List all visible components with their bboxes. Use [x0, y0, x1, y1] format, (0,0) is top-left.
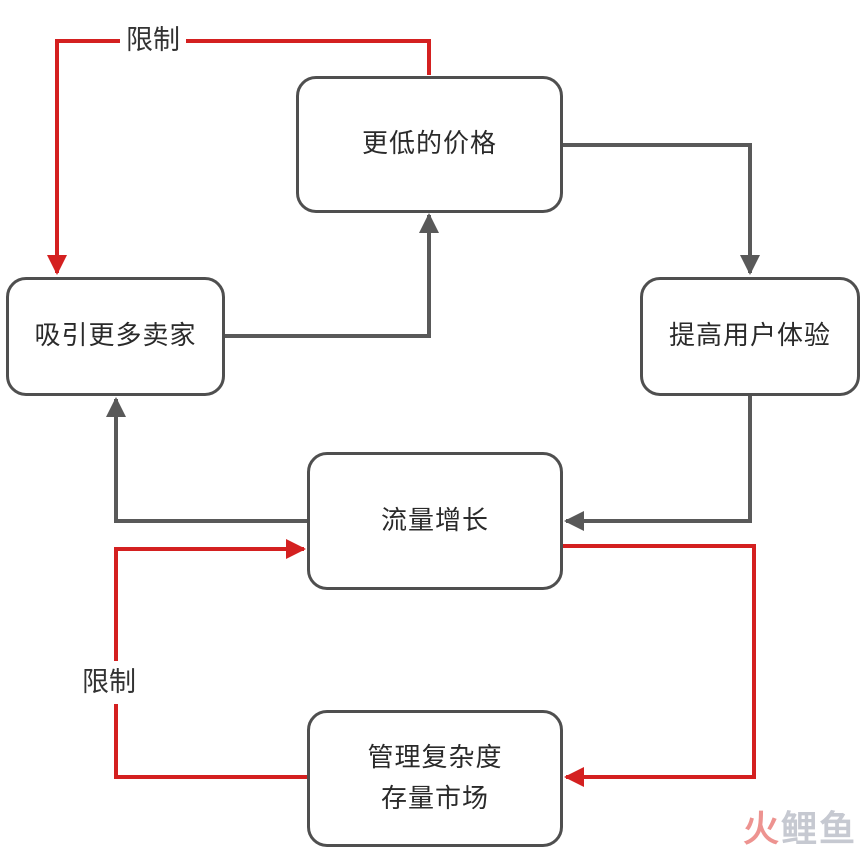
node-lower-price-label: 更低的价格 [361, 129, 497, 160]
arrow-traffic-to-sellers [106, 397, 307, 523]
node-complexity-line-2: 存量市场 [380, 783, 489, 814]
watermark-logo: 火鲤鱼 [743, 812, 857, 848]
arrow-sellers-to-price [225, 213, 439, 338]
watermark-char-1: 火 [742, 809, 781, 850]
node-complexity-line-1: 管理复杂度 [367, 743, 503, 774]
node-complexity: 管理复杂度 存量市场 [307, 710, 563, 847]
arrow-price-to-experience [563, 143, 760, 275]
limit-label-bottom: 限制 [78, 661, 140, 704]
limit-label-top: 限制 [120, 27, 186, 54]
limit-arrow-complexity-to-traffic [114, 539, 307, 779]
arrow-experience-to-traffic [564, 396, 752, 531]
node-traffic-growth-label: 流量增长 [380, 505, 489, 536]
node-lower-price: 更低的价格 [296, 76, 563, 213]
node-more-sellers: 吸引更多卖家 [6, 277, 225, 396]
limit-arrow-traffic-to-complexity [563, 544, 756, 787]
node-better-experience-label: 提高用户体验 [668, 321, 831, 352]
watermark-char-3: 鱼 [818, 809, 857, 850]
limit-arrow-price-to-sellers [47, 39, 431, 275]
watermark-char-2: 鲤 [780, 809, 819, 850]
node-more-sellers-label: 吸引更多卖家 [34, 321, 197, 352]
node-better-experience: 提高用户体验 [640, 277, 860, 396]
node-traffic-growth: 流量增长 [307, 452, 563, 590]
